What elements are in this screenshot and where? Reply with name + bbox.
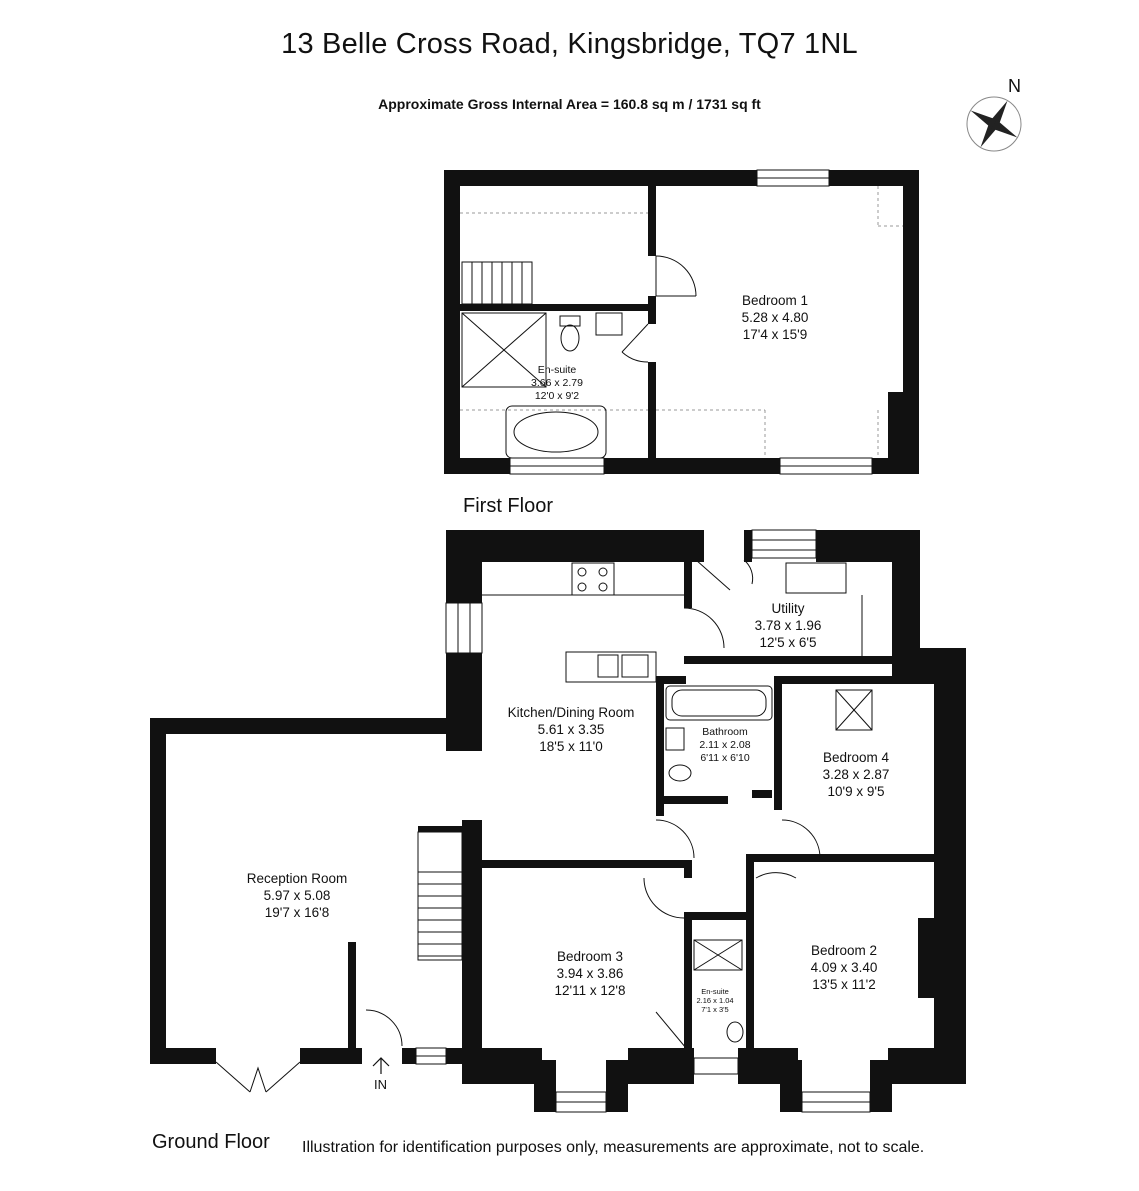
room-kitchen-dining: Kitchen/Dining Room 5.61 x 3.35 18'5 x 1…	[507, 705, 635, 754]
ground-wall-entry-bottom	[402, 1048, 416, 1064]
north-compass-icon: N	[962, 74, 1032, 154]
ground-wall-stair-right	[462, 820, 482, 1068]
room-bedroom-4: Bedroom 4 3.28 x 2.87 10'9 x 9'5	[822, 750, 890, 799]
compass-north-label: N	[1008, 76, 1021, 96]
ground-wall-bed2-chimney	[918, 918, 938, 998]
ground-wall-bed3-top	[482, 860, 684, 868]
room-bathroom: Bathroom 2.11 x 2.08 6'11 x 6'10	[699, 726, 751, 764]
room-utility: Utility 3.78 x 1.96 12'5 x 6'5	[754, 601, 822, 650]
ground-wall-stair-top	[418, 826, 462, 832]
first-floor-partition-horizontal	[460, 304, 648, 311]
ground-wall-bed4-top	[774, 676, 934, 684]
ground-wall-kitchen-left-upper	[446, 530, 482, 603]
first-floor-label: First Floor	[463, 495, 553, 517]
ground-wall-utility-topleft	[744, 530, 752, 562]
ground-wall-bathroom-left	[656, 676, 664, 816]
ground-wall-bed2-bay-left	[780, 1060, 802, 1112]
ground-wall-bathroom-angle	[752, 790, 772, 798]
first-floor-wall-left	[444, 170, 460, 474]
ground-wall-ensuite-right	[746, 856, 754, 1072]
ground-wall-bed3-bottom-left	[462, 1048, 542, 1084]
ground-wall-reception-bottom-left	[150, 1048, 216, 1064]
ground-wall-kitchen-utility-divider	[684, 562, 692, 608]
ground-wall-bed2-bay-right	[870, 1060, 892, 1112]
ground-wall-reception-bottom-right	[300, 1048, 362, 1064]
first-floor-partition-vertical-b	[648, 362, 656, 458]
gross-internal-area: Approximate Gross Internal Area = 160.8 …	[378, 96, 761, 112]
property-address: 13 Belle Cross Road, Kingsbridge, TQ7 1N…	[281, 28, 858, 60]
ground-wall-bed3-bay-right	[606, 1060, 628, 1112]
room-bedroom-1: Bedroom 1 5.28 x 4.80 17'4 x 15'9	[741, 293, 809, 342]
ground-wall-bed2-bottom-right	[888, 1048, 966, 1084]
ground-wall-kitchen-left-lower	[446, 653, 482, 751]
ground-wall-right	[934, 648, 966, 1082]
first-floor-partition-vertical-a	[648, 186, 656, 256]
first-floor-wall-top-left	[444, 170, 757, 186]
first-floor-chimney	[888, 392, 908, 462]
ground-wall-reception-top	[150, 718, 482, 734]
room-bedroom-3: Bedroom 3 3.94 x 3.86 12'11 x 12'8	[554, 949, 626, 998]
ground-wall-bed3-bay-left	[534, 1060, 556, 1112]
first-floor-wall-top-right	[829, 170, 919, 186]
ground-wall-bathroom-stub	[656, 676, 686, 684]
room-ensuite-ground: En-suite 2.16 x 1.04 7'1 x 3'5	[696, 987, 734, 1014]
ground-wall-ensuite-top	[684, 912, 754, 920]
ground-wall-bathroom-bottom	[656, 796, 728, 804]
ground-wall-bed3-bottom-right	[628, 1048, 694, 1084]
ground-wall-reception-left	[150, 718, 166, 1064]
ground-floor-label: Ground Floor	[152, 1131, 270, 1153]
room-reception: Reception Room 5.97 x 5.08 19'7 x 16'8	[246, 871, 348, 920]
room-ensuite-first: En-suite 3.66 x 2.79 12'0 x 9'2	[531, 364, 583, 402]
first-floor-wall-bottom-mid	[604, 458, 780, 474]
ground-wall-bed4-bottom	[746, 854, 934, 862]
ground-wall-ensuite-left	[684, 912, 692, 1072]
first-floor-partition-stub	[648, 296, 656, 324]
room-bedroom-2: Bedroom 2 4.09 x 3.40 13'5 x 11'2	[810, 943, 878, 992]
entrance-label: IN	[374, 1077, 387, 1092]
ground-wall-kitchen-top	[446, 530, 704, 562]
first-floor-wall-bottom-left	[444, 458, 510, 474]
ground-wall-bed3-top-right	[684, 860, 692, 878]
ground-wall-reception-divider	[348, 942, 356, 1048]
disclaimer-text: Illustration for identification purposes…	[302, 1139, 925, 1156]
ensuite-ground-window	[693, 1057, 739, 1075]
entrance-arrow-icon	[372, 1057, 390, 1074]
ground-wall-bathroom-right	[774, 676, 782, 810]
ground-wall-utility-bottom	[684, 656, 892, 664]
ground-wall-utility-right	[892, 530, 920, 664]
